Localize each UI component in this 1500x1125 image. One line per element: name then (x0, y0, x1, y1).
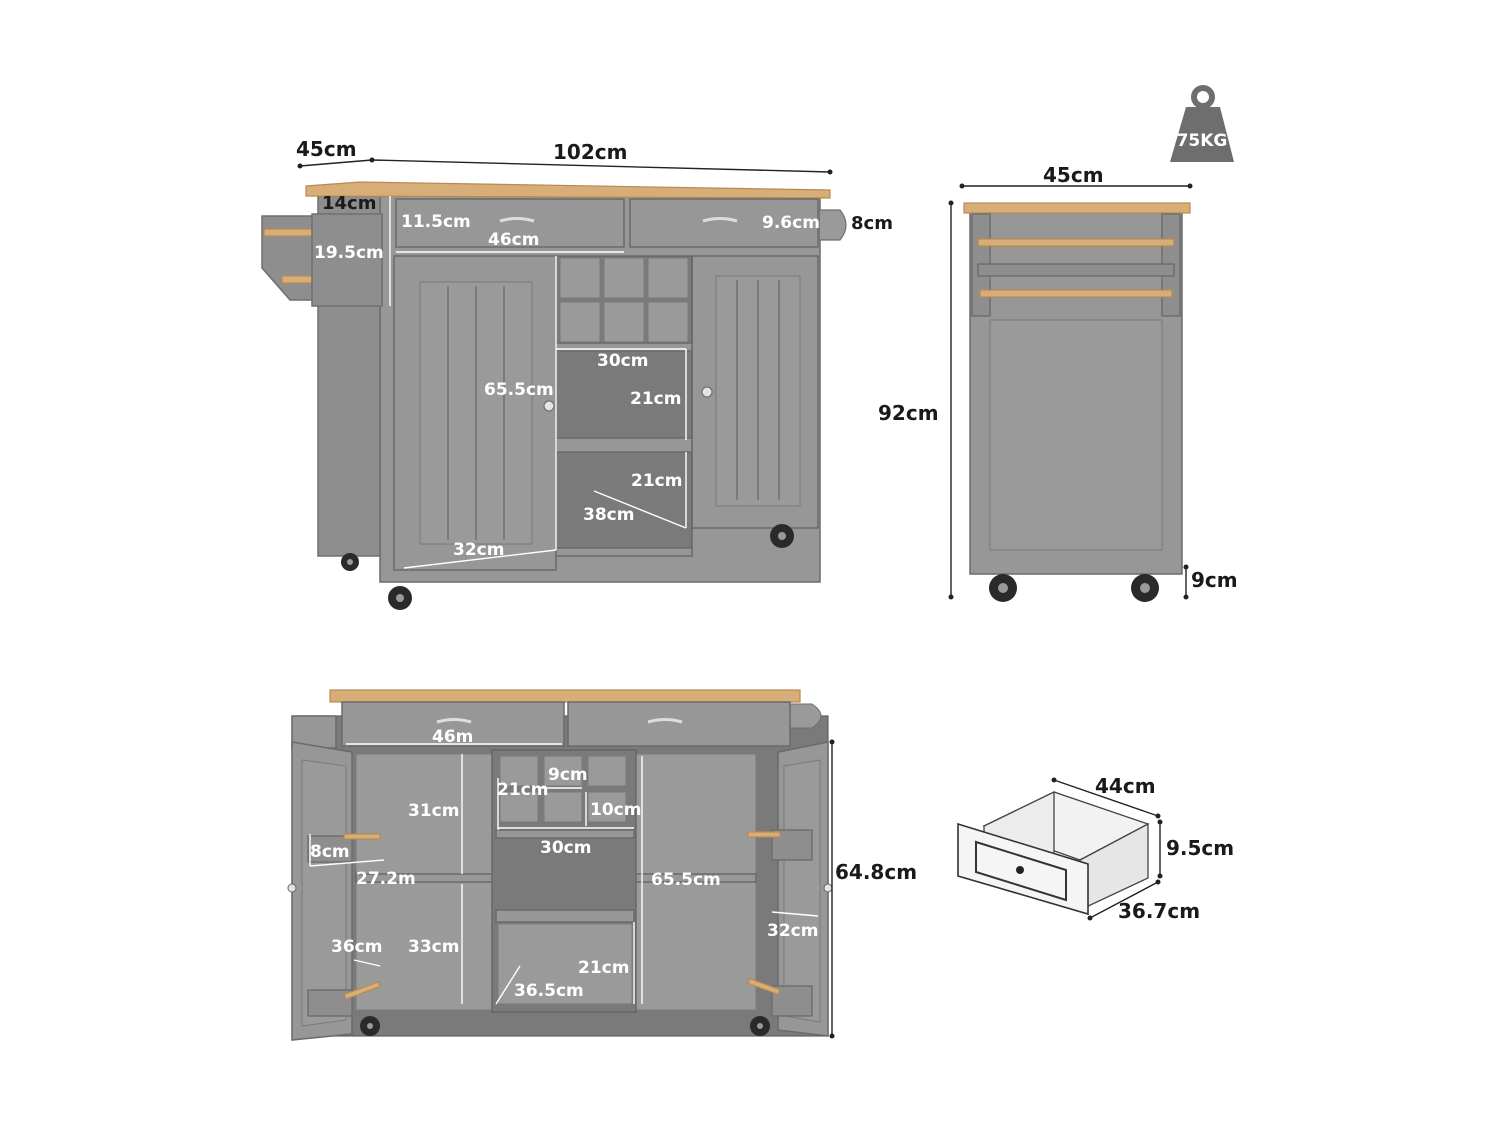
towel-bar-label: 8cm (851, 213, 893, 234)
caster-wheel (750, 1016, 770, 1036)
rack-bar (263, 228, 315, 237)
shelf-gap-lower-label: 21cm (631, 471, 682, 491)
shelf (555, 437, 693, 453)
drawer-handle-icon (647, 718, 683, 724)
middle-height-label: 21cm (578, 958, 629, 978)
drawer-width-label: 44cm (1095, 774, 1156, 798)
rack-bar (979, 289, 1173, 298)
total-height-label: 64.8cm (835, 860, 917, 884)
left-drawer (395, 198, 625, 248)
middle-depth-label: 36.5cm (514, 981, 584, 1001)
rack-panel (311, 213, 383, 307)
towel-bar (820, 209, 847, 241)
open-left-drawer (341, 701, 565, 747)
open-countertop (329, 689, 801, 703)
right-door-rack-label: 32cm (767, 921, 818, 941)
caster-wheel (1131, 574, 1159, 602)
wine-gap-label: 10cm (590, 800, 641, 820)
wine-rack (559, 257, 689, 343)
cabinet-height-label: 65.5cm (651, 870, 721, 890)
rack-width-label: 8cm (310, 842, 350, 862)
weight-icon: 75KG (1170, 85, 1234, 162)
door-knob-icon (823, 883, 833, 893)
caster-wheel (989, 574, 1017, 602)
drawer-handle-icon (436, 718, 472, 724)
rack-bar (977, 238, 1175, 247)
shelf-height-left-label: 31cm (408, 801, 459, 821)
door-knob-icon (543, 400, 555, 412)
rack-gap-label: 19.5cm (314, 243, 384, 263)
open-drawer-width-label: 46m (432, 727, 473, 747)
caster-wheel (770, 524, 794, 548)
front-view: 45cm 102cm 14cm 19.5cm 11.5cm 46cm 9.6cm… (261, 137, 893, 610)
drawer-depth-label: 36.7cm (1118, 899, 1200, 923)
wine-rack (499, 755, 627, 823)
side-countertop (963, 202, 1191, 214)
drawer-height-label: 9.5cm (1166, 836, 1234, 860)
drawer-height-left-label: 11.5cm (401, 212, 471, 232)
depth-label: 45cm (296, 137, 357, 161)
wine-height-label: 21cm (497, 780, 548, 800)
wheel-height-label: 9cm (1191, 568, 1238, 592)
right-drawer (629, 198, 819, 248)
drawer-knob-icon (1016, 866, 1024, 874)
rack-height-label: 14cm (322, 193, 376, 214)
drawer-height-right-label: 9.6cm (762, 213, 820, 233)
open-right-drawer (567, 701, 791, 747)
shelf-gap-upper-label: 21cm (630, 389, 681, 409)
lower-height-left-label: 33cm (408, 937, 459, 957)
shelf (555, 342, 693, 352)
door-height-label: 65.5cm (484, 380, 554, 400)
width-label: 102cm (553, 140, 627, 164)
side-view: 45cm 92cm 9cm (878, 163, 1238, 602)
door-rack-label: 36cm (331, 937, 382, 957)
door-knob-icon (701, 386, 713, 398)
side-width-label: 45cm (1043, 163, 1104, 187)
drawer-view: 44cm 9.5cm 36.7cm (957, 774, 1234, 923)
drawer-handle-icon (702, 217, 738, 223)
door-width-label: 32cm (453, 540, 504, 560)
shelf (555, 547, 693, 557)
caster-wheel (388, 586, 412, 610)
drawer-width-label: 46cm (488, 230, 539, 250)
shelf-depth-label: 38cm (583, 505, 634, 525)
drawer-handle-icon (499, 217, 535, 223)
door-knob-icon (287, 883, 297, 893)
countertop (305, 181, 831, 199)
wine-width-label: 9cm (548, 765, 588, 785)
caster-wheel (341, 553, 359, 571)
middle-width-label: 30cm (540, 838, 591, 858)
side-height-label: 92cm (878, 401, 939, 425)
shelf-width-label: 30cm (597, 351, 648, 371)
open-view: 46m 31cm 8cm 27.2m 36cm 33cm 9cm 21cm 10… (287, 689, 917, 1041)
weight-label: 75KG (1177, 131, 1228, 151)
door-depth-label: 27.2m (356, 869, 416, 889)
caster-wheel (360, 1016, 380, 1036)
